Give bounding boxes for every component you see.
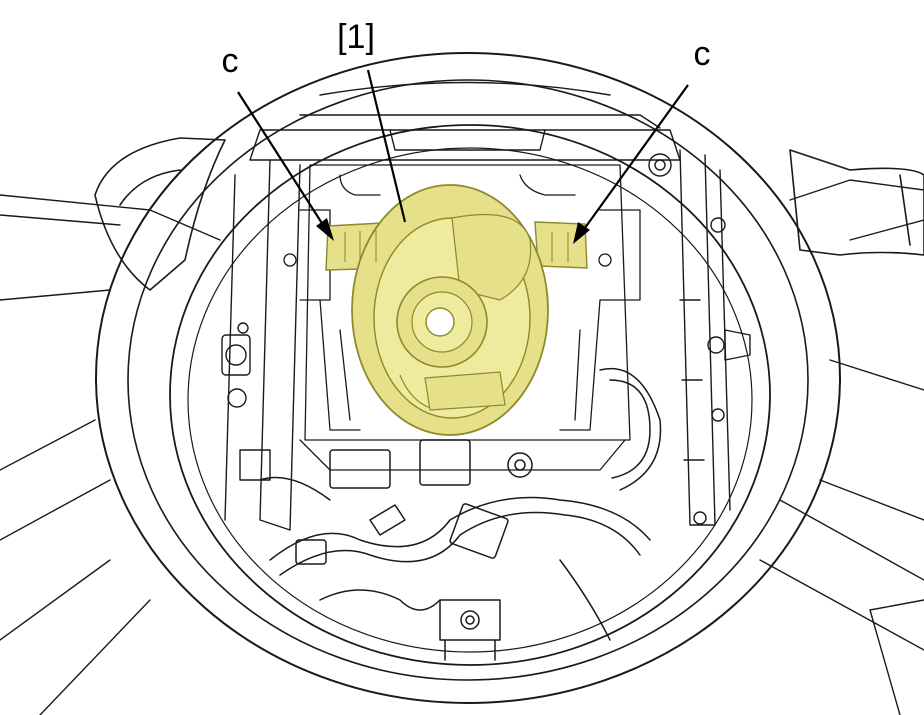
- inner-housing: [283, 164, 641, 471]
- leader-line-clip-right: [581, 84, 689, 233]
- leader-lines: [237, 69, 689, 233]
- top-bracket: [249, 81, 681, 161]
- clip-label-right: c: [694, 35, 711, 73]
- arrowheads: [316, 218, 590, 244]
- leader-line-part-1: [366, 69, 407, 223]
- arrowhead-clip-right: [573, 222, 590, 244]
- wiring-harness: [259, 367, 662, 641]
- dashboard-panel: [0, 179, 924, 715]
- left-frame: [221, 159, 301, 531]
- right-frame: [648, 149, 751, 526]
- column-shroud: [95, 52, 841, 704]
- clock-spring-part-1: [325, 184, 588, 436]
- leader-line-clip-left: [237, 91, 326, 229]
- part-number-label: [1]: [337, 18, 375, 56]
- connectors: [295, 439, 533, 661]
- clip-label-left: c: [222, 42, 239, 80]
- arrowhead-clip-left: [316, 218, 334, 241]
- left-switch-stalk: [94, 137, 226, 291]
